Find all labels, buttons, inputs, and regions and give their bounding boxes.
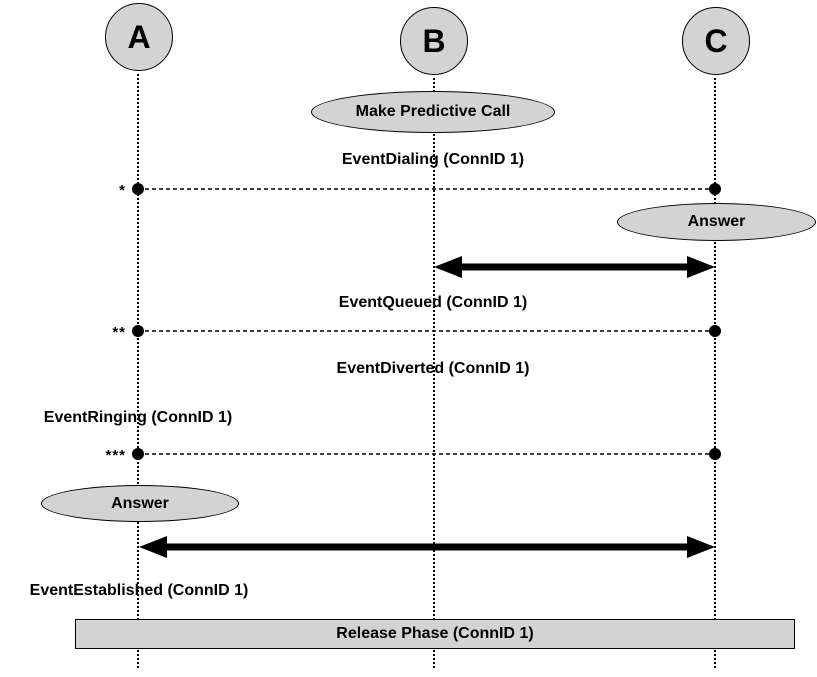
action-bubble-answer-a: Answer [41, 485, 239, 522]
lifeline-b [433, 73, 435, 668]
event-label-dialing: EventDialing (ConnID 1) [341, 151, 525, 168]
lifeline-a [137, 69, 139, 668]
participant-circle-c: C [682, 7, 750, 75]
event-label-established: EventEstablished (ConnID 1) [29, 582, 249, 599]
participant-label-c: C [704, 22, 728, 59]
participant-label-a: A [127, 18, 151, 55]
lifeline-c [714, 73, 716, 668]
sync-dot-2-c [709, 325, 721, 337]
talk-arrow-b-c-head-left [434, 256, 462, 278]
participant-label-b: B [422, 22, 446, 59]
action-bubble-make-predictive-call: Make Predictive Call [311, 91, 555, 133]
talk-arrow-b-c [434, 256, 715, 278]
action-bubble-make-predictive-call-label: Make Predictive Call [355, 103, 511, 120]
talk-arrow-b-c-head-right [687, 256, 715, 278]
sync-dot-1-c [709, 183, 721, 195]
talk-arrow-a-c [139, 536, 715, 558]
talk-arrow-a-c-head-left [139, 536, 167, 558]
sync-dot-2-a [132, 325, 144, 337]
action-bubble-answer-c-label: Answer [687, 213, 746, 230]
action-bubble-answer-a-label: Answer [111, 494, 169, 512]
sync-marker-2: ** [112, 324, 126, 341]
participant-circle-a: A [105, 3, 173, 71]
sync-dot-3-a [132, 448, 144, 460]
talk-arrow-a-c-head-right [687, 536, 715, 558]
sync-dot-1-a [132, 183, 144, 195]
event-label-ringing: EventRinging (ConnID 1) [43, 409, 233, 426]
event-label-diverted: EventDiverted (ConnID 1) [336, 360, 530, 377]
release-phase-bar: Release Phase (ConnID 1) [75, 619, 795, 649]
sync-marker-3: *** [105, 447, 126, 464]
sync-marker-1: * [119, 182, 126, 199]
event-label-queued: EventQueued (ConnID 1) [338, 294, 528, 311]
release-phase-label: Release Phase (ConnID 1) [336, 625, 534, 642]
sync-dot-3-c [709, 448, 721, 460]
action-bubble-answer-c: Answer [617, 203, 816, 241]
participant-circle-b: B [400, 7, 468, 75]
